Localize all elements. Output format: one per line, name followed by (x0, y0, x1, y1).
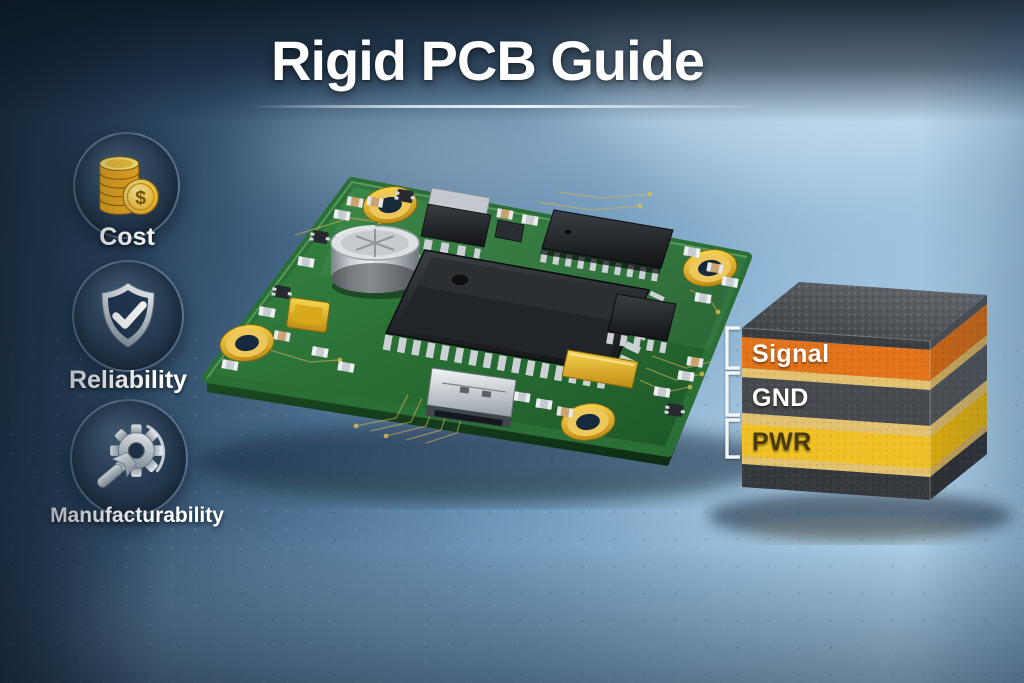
layer-stack-diagram: Signal GND PWR (708, 282, 1012, 545)
stack-reflection (740, 519, 980, 545)
pwr-bracket (725, 418, 740, 459)
gnd-bracket (725, 371, 740, 417)
coins-dollar-icon: $ (98, 155, 159, 215)
page-title: Rigid PCB Guide (271, 29, 705, 92)
board-reflection (220, 472, 720, 504)
cost-badge: $ (73, 132, 180, 239)
signal-bracket (725, 326, 740, 370)
layer-label-gnd: GND (752, 384, 809, 412)
title-underline (248, 105, 753, 108)
checkmark (112, 301, 147, 329)
coin-stack (98, 155, 139, 215)
dollar-symbol: $ (135, 187, 146, 209)
layer-label-signal: Signal (752, 340, 829, 368)
layer-brackets (725, 326, 740, 459)
dollar-coin: $ (122, 178, 159, 215)
layer-label-pwr: PWR (752, 428, 812, 456)
